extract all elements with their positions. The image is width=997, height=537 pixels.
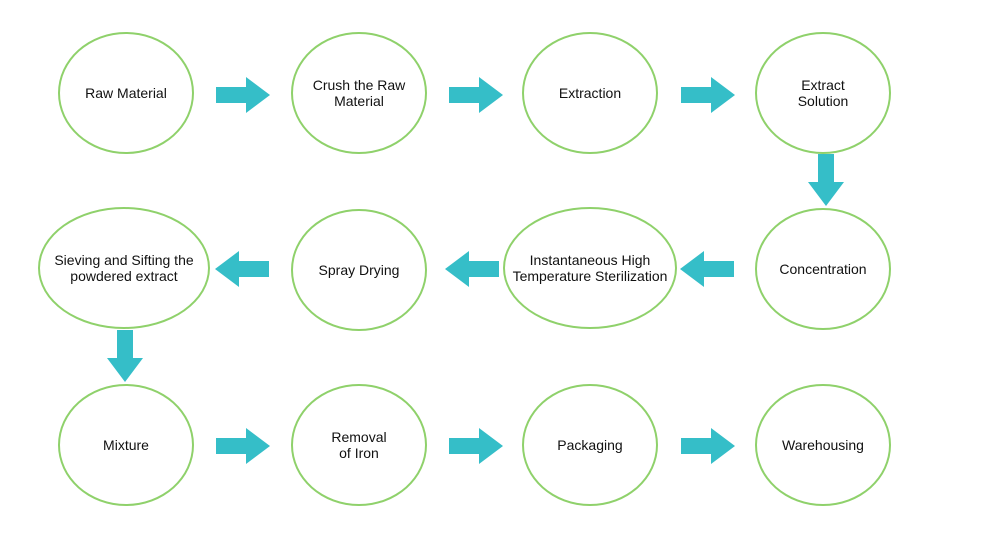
node-label: Raw Material: [85, 85, 167, 101]
node-sterilization: Instantaneous High Temperature Steriliza…: [503, 207, 677, 329]
arrow-right-icon: [681, 77, 735, 113]
node-spray-drying: Spray Drying: [291, 209, 427, 331]
arrow-right-icon: [216, 77, 270, 113]
node-label: Mixture: [103, 437, 149, 453]
node-extraction: Extraction: [522, 32, 658, 154]
node-crush-raw-material: Crush the Raw Material: [291, 32, 427, 154]
arrow-down-icon: [808, 154, 844, 206]
node-label: Crush the Raw Material: [312, 77, 406, 109]
node-mixture: Mixture: [58, 384, 194, 506]
node-extract-solution: Extract Solution: [755, 32, 891, 154]
arrow-right-icon: [449, 77, 503, 113]
node-label: Spray Drying: [318, 262, 400, 278]
node-label: Concentration: [779, 261, 867, 277]
node-packaging: Packaging: [522, 384, 658, 506]
node-label: Extract Solution: [797, 77, 849, 109]
node-concentration: Concentration: [755, 208, 891, 330]
arrow-left-icon: [445, 251, 499, 287]
arrow-down-icon: [107, 330, 143, 382]
arrow-left-icon: [680, 251, 734, 287]
node-raw-material: Raw Material: [58, 32, 194, 154]
node-warehousing: Warehousing: [755, 384, 891, 506]
node-label: Sieving and Sifting the powdered extract: [54, 252, 194, 284]
node-removal-of-iron: Removal of Iron: [291, 384, 427, 506]
node-label: Warehousing: [782, 437, 864, 453]
node-label: Extraction: [558, 85, 622, 101]
arrow-right-icon: [681, 428, 735, 464]
arrow-right-icon: [449, 428, 503, 464]
node-label: Removal of Iron: [331, 429, 387, 461]
arrow-right-icon: [216, 428, 270, 464]
node-label: Instantaneous High Temperature Steriliza…: [512, 252, 668, 284]
node-label: Packaging: [557, 437, 623, 453]
node-sieving: Sieving and Sifting the powdered extract: [38, 207, 210, 329]
arrow-left-icon: [215, 251, 269, 287]
